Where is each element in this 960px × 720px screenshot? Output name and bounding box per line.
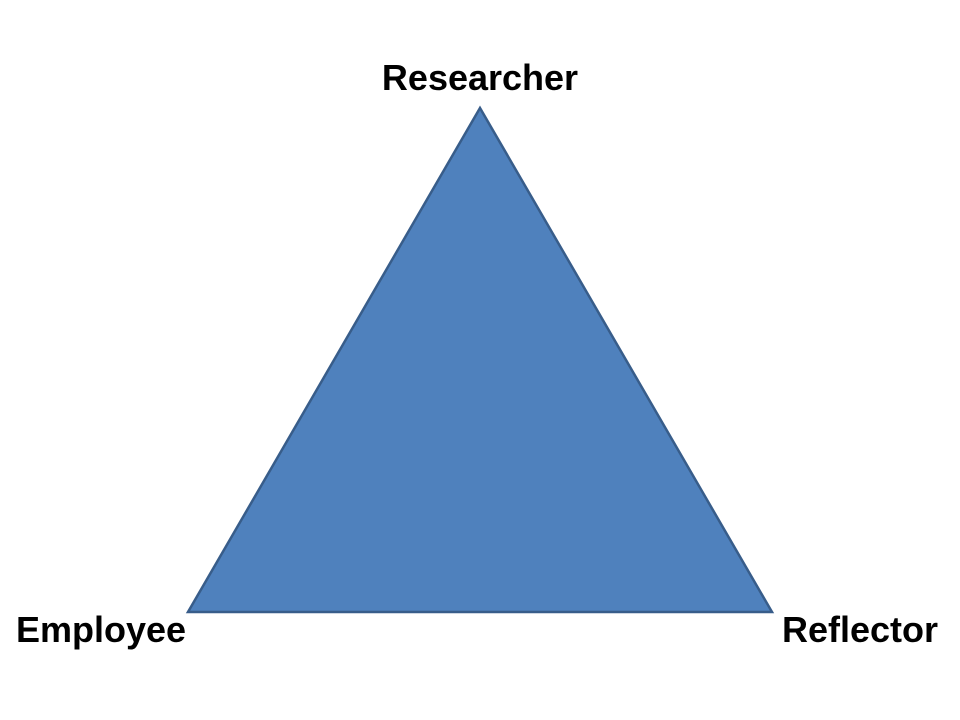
label-reflector: Reflector [781, 609, 938, 650]
label-employee: Employee [16, 609, 187, 650]
triangle-shape [185, 105, 775, 614]
label-researcher: Researcher [381, 57, 579, 98]
